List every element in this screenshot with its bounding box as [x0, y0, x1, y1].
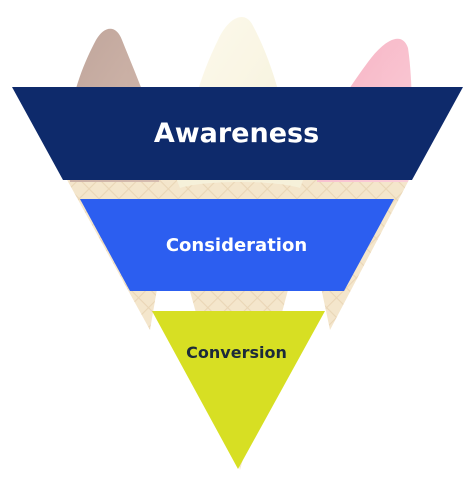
funnel-stage-conversion [152, 311, 325, 469]
funnel-stage-label-awareness: Awareness [153, 118, 320, 149]
funnel-stage-label-consideration: Consideration [165, 235, 308, 256]
funnel-stage-awareness [12, 87, 463, 180]
funnel-stage-label-conversion: Conversion [186, 343, 287, 362]
funnel-stage-consideration [80, 199, 394, 291]
